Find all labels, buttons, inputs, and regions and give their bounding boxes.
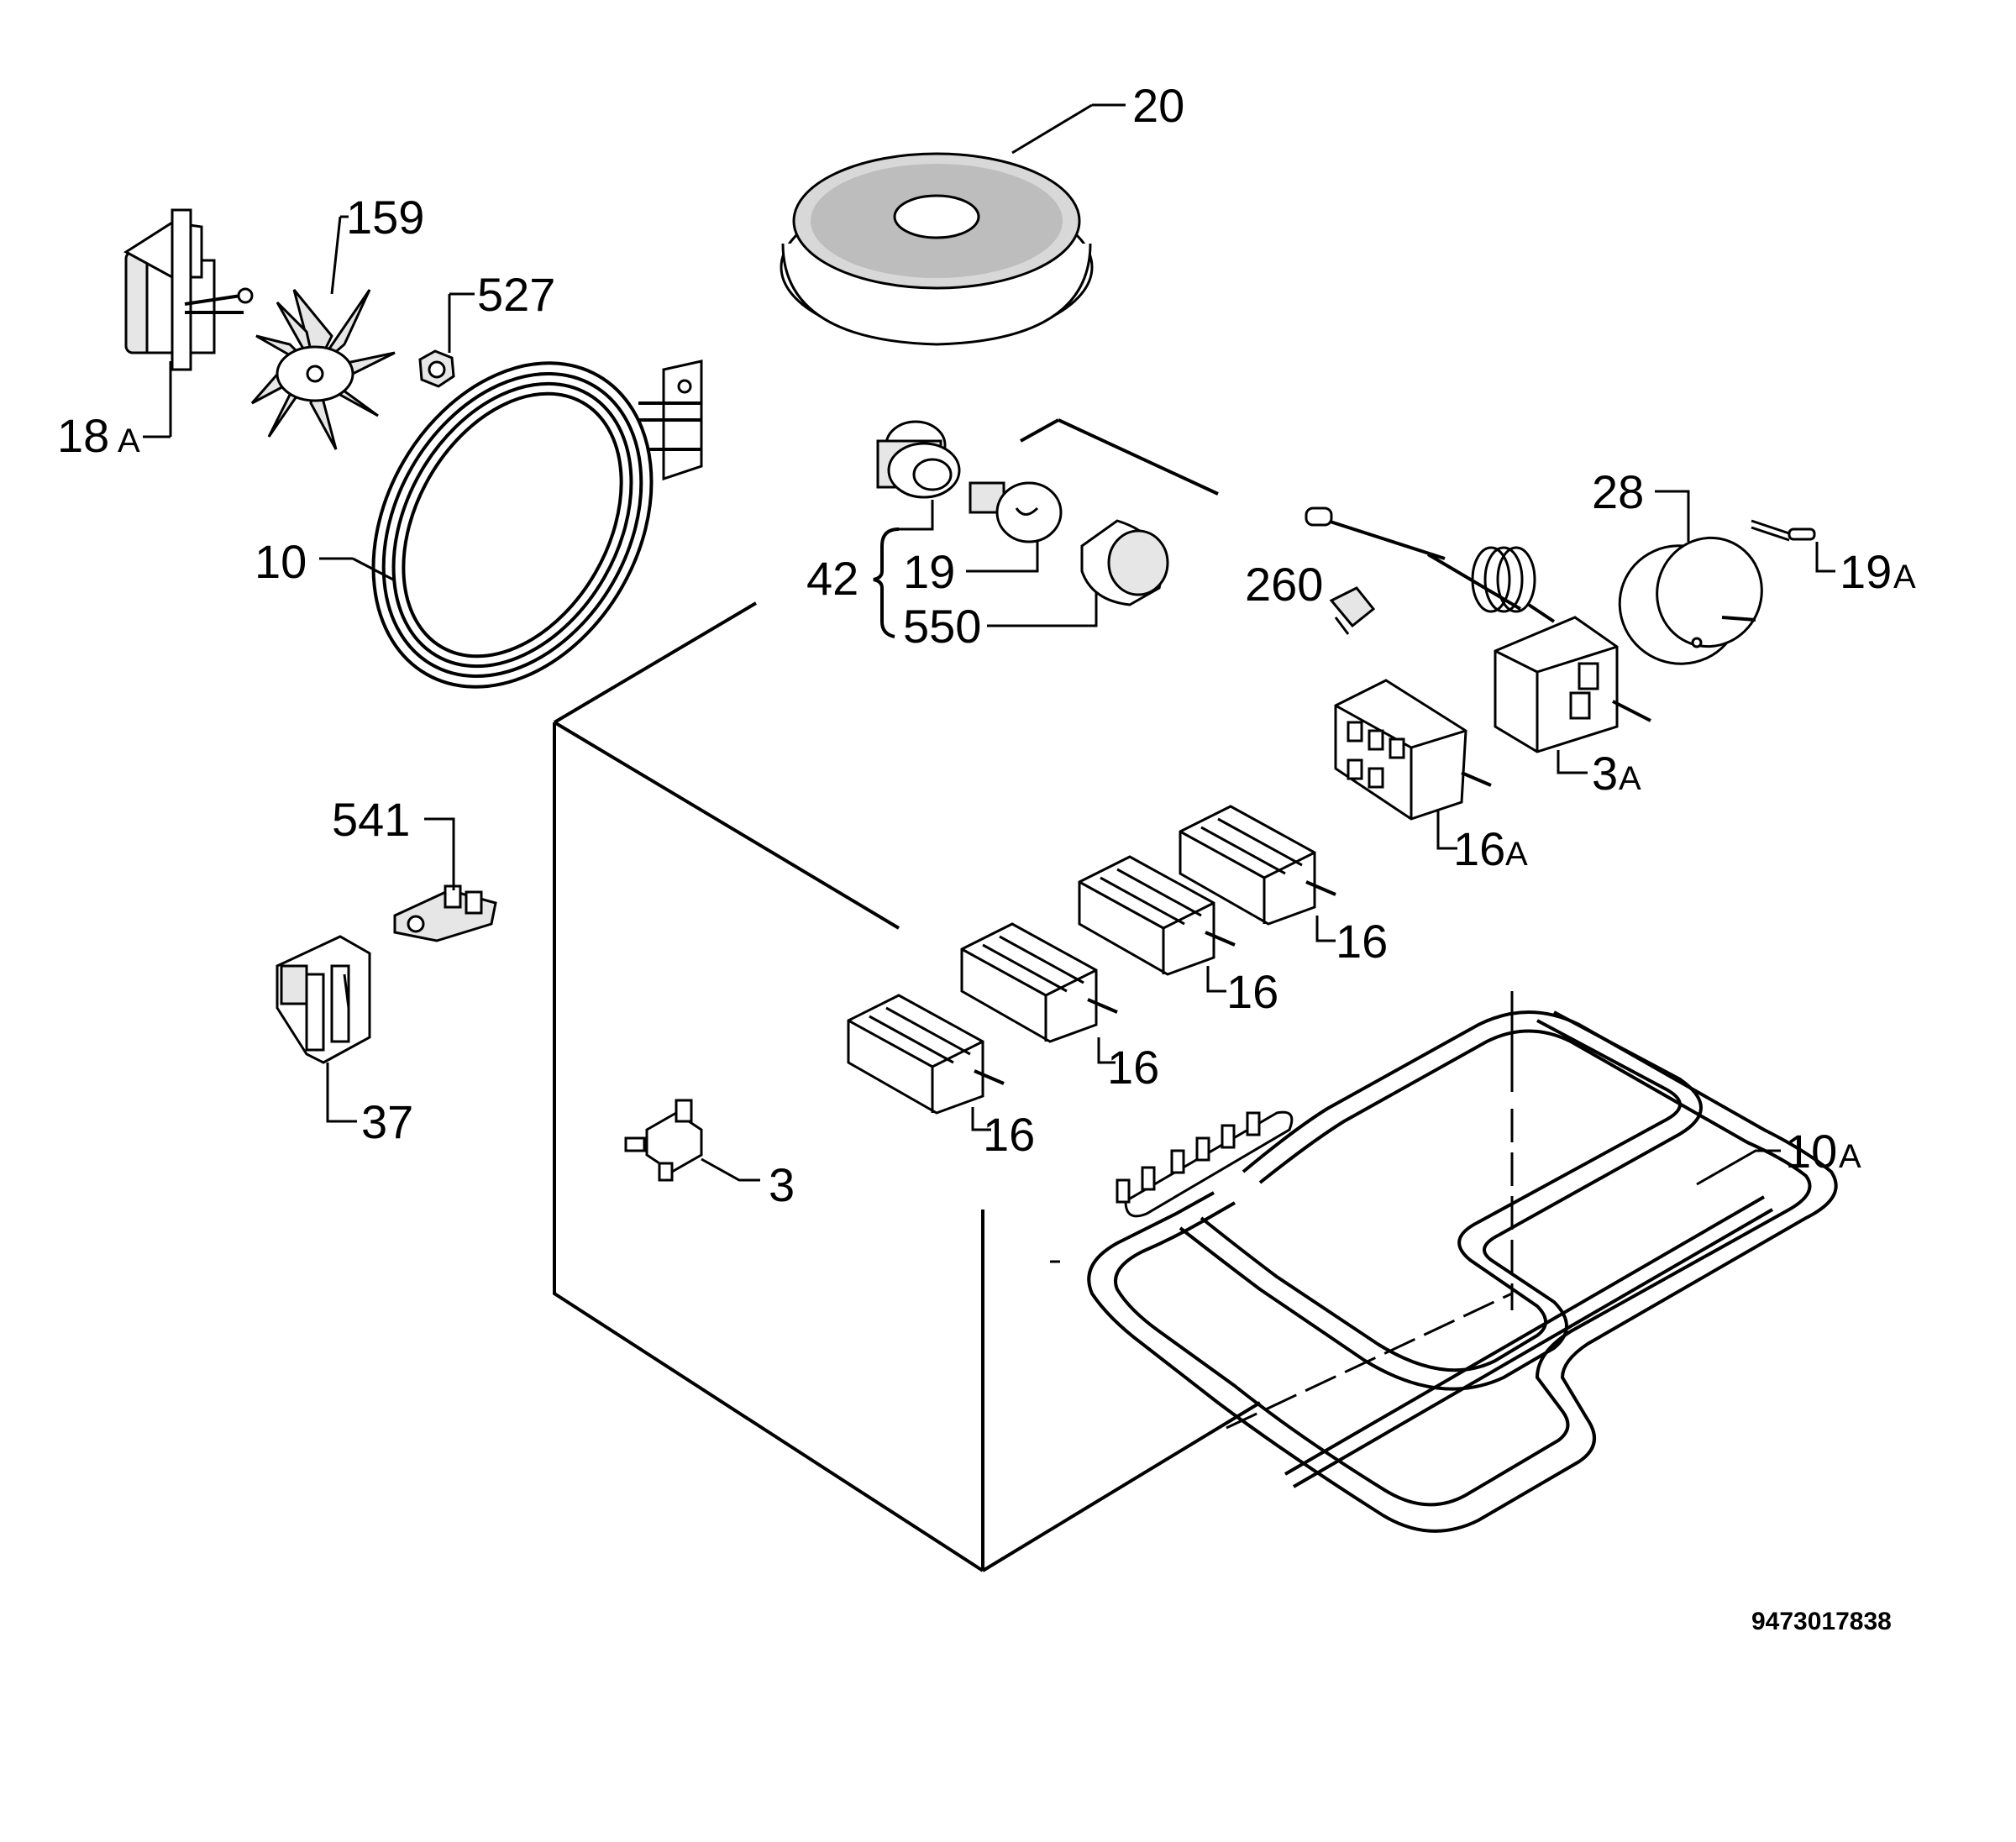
- callout-527: 527: [477, 268, 555, 321]
- switch-block-part-37: 37: [276, 935, 413, 1148]
- switch-part-16-4: 16: [847, 994, 1035, 1161]
- callout-3a: 3: [1592, 747, 1618, 800]
- callout-16a-suffix: A: [1505, 836, 1528, 873]
- callout-28: 28: [1592, 465, 1644, 518]
- callout-10a: 10: [1785, 1125, 1837, 1178]
- callout-18a-suffix: A: [118, 422, 140, 459]
- callout-19: 19: [903, 545, 955, 598]
- cutout-part-3: 3: [624, 1099, 795, 1211]
- nut-part-527: 527: [418, 268, 555, 388]
- callout-16a: 16: [1453, 822, 1505, 875]
- callout-159: 159: [346, 191, 424, 244]
- disc-part-28: 28: [1592, 465, 1763, 665]
- callout-550: 550: [903, 600, 981, 653]
- grill-element-part-10a: 10 A: [1087, 1010, 1861, 1533]
- lamp-assembly-part-42: 42 19 550: [806, 420, 1169, 653]
- circular-element-part-10: 10: [255, 359, 703, 689]
- callout-260: 260: [1245, 558, 1323, 611]
- switch-part-16-1: 16: [1179, 805, 1388, 968]
- callout-16-4: 16: [983, 1108, 1035, 1161]
- callout-42: 42: [806, 552, 858, 605]
- hob-plate-part-20: 20: [780, 79, 1184, 346]
- sensor-part-19a: 19 A: [1751, 519, 1916, 598]
- callout-10a-suffix: A: [1839, 1138, 1861, 1175]
- callout-541: 541: [332, 793, 410, 846]
- callout-3a-suffix: A: [1619, 760, 1641, 797]
- terminal-part-541: 541: [332, 793, 497, 942]
- callout-3: 3: [769, 1158, 795, 1211]
- oven-cabinet: [553, 418, 1514, 1572]
- selector-switch-part-16a: 16 A: [1334, 679, 1528, 875]
- callout-19a: 19: [1840, 545, 1892, 598]
- callout-20: 20: [1132, 79, 1184, 132]
- fan-motor-part-18a: 18 A: [57, 208, 254, 462]
- fan-blade-part-159: 159: [250, 191, 424, 450]
- thermostat-part-3a: 3 A: [1305, 506, 1651, 800]
- callout-16-1: 16: [1336, 915, 1388, 968]
- clip-part-260: 260: [1245, 558, 1376, 635]
- callout-19a-suffix: A: [1893, 559, 1916, 596]
- callout-10: 10: [255, 535, 307, 588]
- callout-18a: 18: [57, 409, 109, 462]
- callout-16-2: 16: [1226, 965, 1278, 1018]
- callout-16-3: 16: [1107, 1041, 1159, 1094]
- callout-37: 37: [361, 1095, 413, 1148]
- switch-part-16-3: 16: [960, 922, 1159, 1094]
- document-number: 9473017838: [1751, 1608, 1892, 1635]
- switch-part-16-2: 16: [1078, 855, 1278, 1018]
